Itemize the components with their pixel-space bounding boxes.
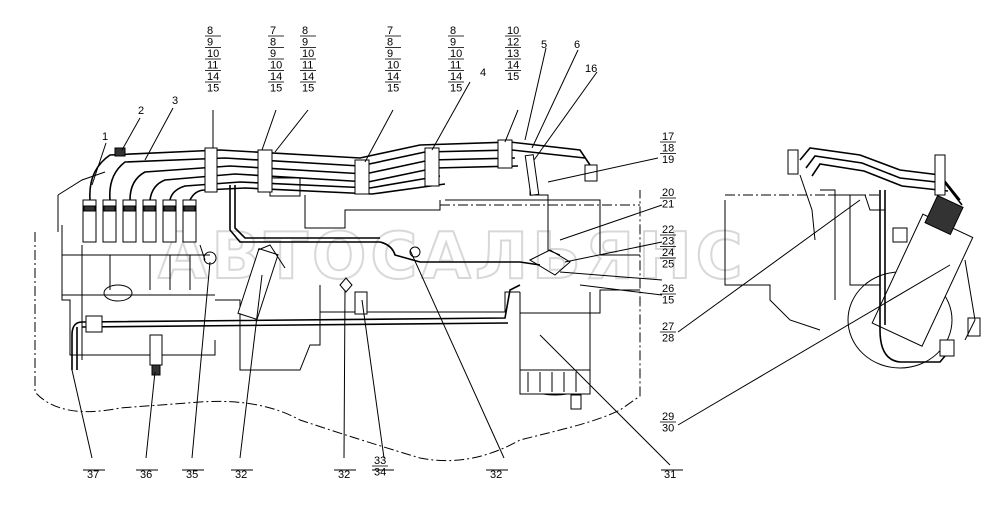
- callout-labels: 1 2 3 4 5 6 16 31 35 36 37 32 32 32: [87, 39, 676, 481]
- callout-stack-number: 15: [302, 83, 314, 95]
- callout-stack-number: 15: [270, 83, 282, 95]
- callout-label: 36: [140, 469, 152, 481]
- leader-lines: [71, 47, 951, 471]
- callout-stack-number: 12: [507, 37, 519, 49]
- callout-stack-number: 15: [507, 71, 519, 83]
- callout-stack-number: 15: [662, 295, 674, 307]
- callout-stack-number: 22: [662, 224, 674, 236]
- callout-stack-number: 9: [270, 48, 276, 60]
- callout-stack-number: 19: [662, 154, 674, 166]
- callout-stack-number: 14: [302, 71, 314, 83]
- callout-stack-number: 18: [662, 143, 674, 155]
- callout-stack-number: 11: [302, 60, 313, 72]
- injector: [122, 199, 137, 243]
- callout-stack-number: 8: [450, 25, 456, 37]
- callout-stack-number: 30: [662, 423, 674, 435]
- callout-label: 3: [172, 95, 178, 107]
- callout-label: 31: [664, 469, 676, 481]
- callout-stack-number: 20: [662, 187, 674, 199]
- callout-label: 1: [102, 131, 108, 143]
- callout-stack-number: 17: [662, 131, 674, 143]
- callout-stack-number: 34: [374, 467, 386, 479]
- side-view: [724, 147, 981, 369]
- callout-label: 32: [338, 469, 350, 481]
- injector: [102, 199, 117, 243]
- callout-stack-number: 10: [507, 25, 519, 37]
- injector: [82, 199, 97, 243]
- callout-label: 2: [138, 105, 144, 117]
- callout-stack-number: 15: [387, 83, 399, 95]
- callout-stack-number: 25: [662, 259, 674, 271]
- callout-stack-number: 10: [207, 48, 219, 60]
- injector: [142, 199, 157, 243]
- callout-stack-number: 27: [662, 321, 674, 333]
- callout-label: 4: [480, 67, 486, 79]
- callout-stack-number: 10: [450, 48, 462, 60]
- callout-stack-number: 10: [270, 60, 282, 72]
- callout-stack-number: 8: [270, 37, 276, 49]
- callout-label: 37: [87, 469, 99, 481]
- callout-stack-number: 7: [270, 25, 276, 37]
- callout-stack-number: 28: [662, 333, 674, 345]
- watermark: АВТОСАЛЬЯНС: [158, 220, 747, 294]
- callout-stack-number: 10: [302, 48, 314, 60]
- callout-label: 16: [585, 63, 597, 75]
- callout-stack-number: 15: [450, 83, 462, 95]
- callout-stack-number: 14: [207, 71, 219, 83]
- callout-stack-number: 8: [302, 25, 308, 37]
- callout-stack-number: 15: [207, 83, 219, 95]
- callout-stack-number: 10: [387, 60, 399, 72]
- injector: [182, 199, 197, 243]
- callout-stack-number: 21: [662, 199, 674, 211]
- callout-label: 35: [186, 469, 198, 481]
- callout-stack-number: 8: [207, 25, 213, 37]
- callout-stack-number: 14: [507, 60, 519, 72]
- callout-label: 32: [235, 469, 247, 481]
- injector-row: [82, 199, 197, 243]
- callout-stack-number: 9: [450, 37, 456, 49]
- callout-stack-number: 11: [207, 60, 218, 72]
- callout-label: 32: [490, 469, 502, 481]
- callout-stack-number: 14: [270, 71, 282, 83]
- callout-stack-number: 9: [207, 37, 213, 49]
- callout-stacks: 8910111415789101415891011141578910141589…: [205, 25, 676, 479]
- callout-stack-number: 11: [450, 60, 461, 72]
- callout-stack-number: 9: [302, 37, 308, 49]
- callout-stack-number: 23: [662, 236, 674, 248]
- callout-stack-number: 14: [450, 71, 462, 83]
- callout-stack-number: 8: [387, 37, 393, 49]
- callout-label: 5: [541, 39, 547, 51]
- callout-stack-number: 24: [662, 247, 674, 259]
- fuel-line-bundle: [89, 139, 593, 201]
- callout-stack-number: 26: [662, 283, 674, 295]
- callout-stack-number: 33: [374, 455, 386, 467]
- callout-stack-number: 7: [387, 25, 393, 37]
- callout-stack-number: 14: [387, 71, 399, 83]
- callout-label: 6: [574, 39, 580, 51]
- return-lines: [71, 185, 571, 376]
- callout-stack-number: 29: [662, 411, 674, 423]
- callout-stack-number: 9: [387, 48, 393, 60]
- callout-stack-number: 13: [507, 48, 519, 60]
- injector: [162, 199, 177, 243]
